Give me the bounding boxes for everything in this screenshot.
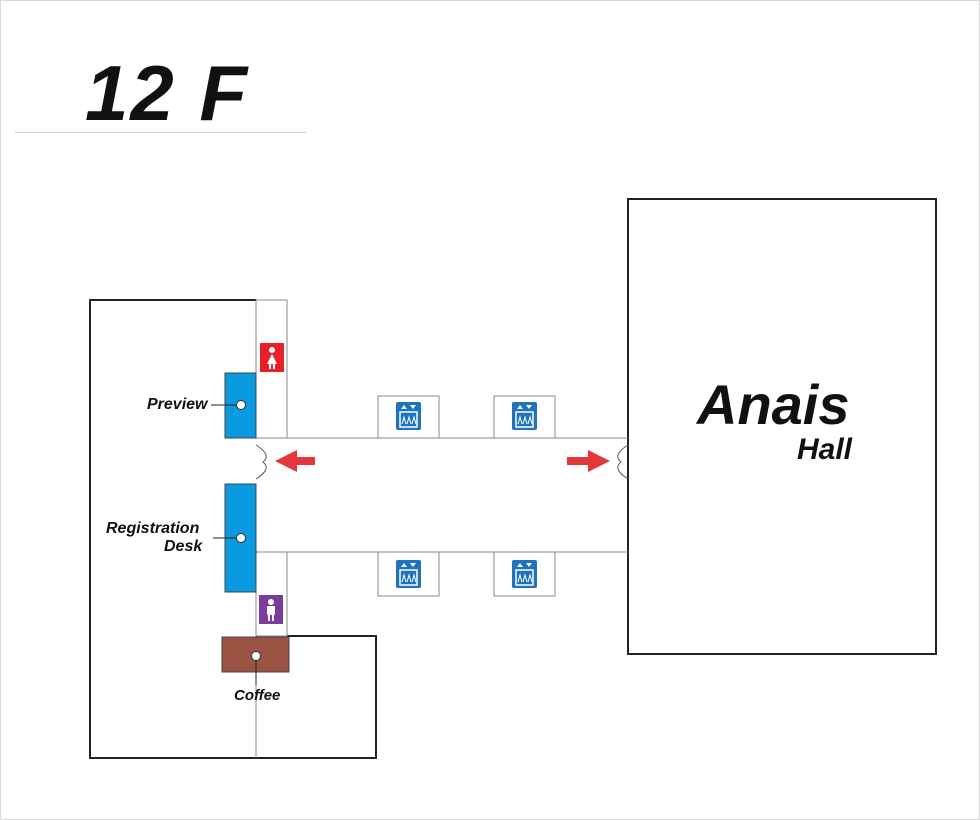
female-restroom-icon[interactable] [260, 343, 284, 372]
coffee-counter-marker [251, 651, 261, 661]
preview-label: Preview [147, 396, 208, 413]
hall-name-line2: Hall [797, 433, 853, 466]
elevator-icon[interactable] [396, 402, 421, 430]
preview-desk-marker [236, 400, 246, 410]
hall-door[interactable] [617, 444, 629, 480]
title-divider [15, 132, 306, 133]
left-door[interactable] [255, 444, 267, 480]
registration-desk-marker [236, 533, 246, 543]
anais-hall-room[interactable] [627, 198, 937, 655]
elevator-icon[interactable] [396, 560, 421, 588]
elevator-icon[interactable] [512, 560, 537, 588]
elevator-icon[interactable] [512, 402, 537, 430]
male-restroom-icon[interactable] [259, 595, 283, 624]
floor-title: 12 F [85, 49, 250, 137]
hall-name-line1: Anais [697, 373, 850, 436]
left-room-walls [89, 299, 377, 759]
arrow-icon [275, 450, 315, 472]
registration-label-line2: Desk [164, 538, 203, 555]
arrow-icon [567, 450, 610, 472]
coffee-label: Coffee [234, 687, 281, 704]
registration-label-line1: Registration [106, 520, 200, 537]
